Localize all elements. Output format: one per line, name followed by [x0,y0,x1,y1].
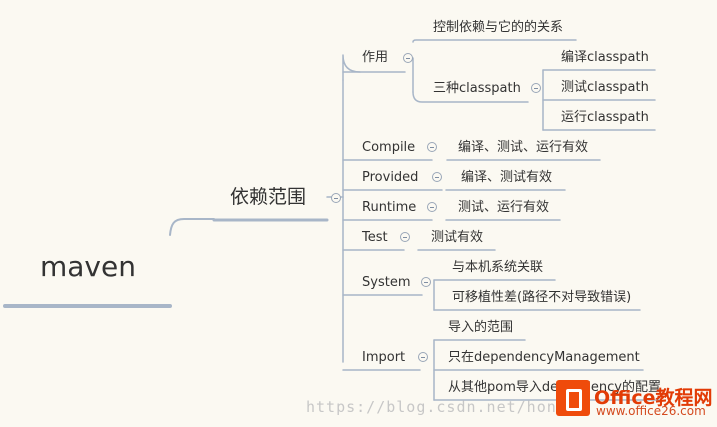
collapse-icon[interactable] [400,232,410,242]
node-runtime-classpath[interactable]: 运行classpath [561,110,649,125]
collapse-icon[interactable] [421,277,431,287]
logo-title: Office教程网 [594,387,713,409]
node-dependency-scope[interactable]: 依赖范围 [230,186,307,208]
node-runtime-desc[interactable]: 测试、运行有效 [458,200,550,215]
node-compile[interactable]: Compile [362,140,416,155]
collapse-icon[interactable] [331,193,341,203]
node-test[interactable]: Test [362,230,388,245]
node-import-desc-1[interactable]: 导入的范围 [448,320,514,335]
node-runtime[interactable]: Runtime [362,200,417,215]
watermark-url: https://blog.csdn.net/hon [306,398,557,416]
node-purpose-desc[interactable]: 控制依赖与它的的关系 [433,20,564,35]
node-system[interactable]: System [362,275,411,290]
node-test-desc[interactable]: 测试有效 [431,230,484,245]
node-compile-classpath[interactable]: 编译classpath [561,50,649,65]
collapse-icon[interactable] [432,172,442,182]
collapse-icon[interactable] [418,352,428,362]
node-import-desc-3[interactable]: 从其他pom导入dependency的配置 [448,380,661,395]
collapse-icon[interactable] [531,83,541,93]
collapse-icon[interactable] [403,53,413,63]
node-compile-desc[interactable]: 编译、测试、运行有效 [458,140,589,155]
node-provided[interactable]: Provided [362,170,419,185]
node-purpose[interactable]: 作用 [362,50,389,65]
collapse-icon[interactable] [427,202,437,212]
node-import-desc-2[interactable]: 只在dependencyManagement [448,350,640,365]
logo-url: www.office26.com [596,404,706,418]
node-system-desc-2[interactable]: 可移植性差(路径不对导致错误) [452,290,632,305]
node-system-desc-1[interactable]: 与本机系统关联 [452,260,544,275]
node-three-classpath[interactable]: 三种classpath [433,81,521,96]
collapse-icon[interactable] [427,142,437,152]
node-provided-desc[interactable]: 编译、测试有效 [461,170,553,185]
office-logo-icon [556,380,590,416]
node-import[interactable]: Import [362,350,406,365]
node-test-classpath[interactable]: 测试classpath [561,80,649,95]
root-node-maven[interactable]: maven [40,250,136,283]
